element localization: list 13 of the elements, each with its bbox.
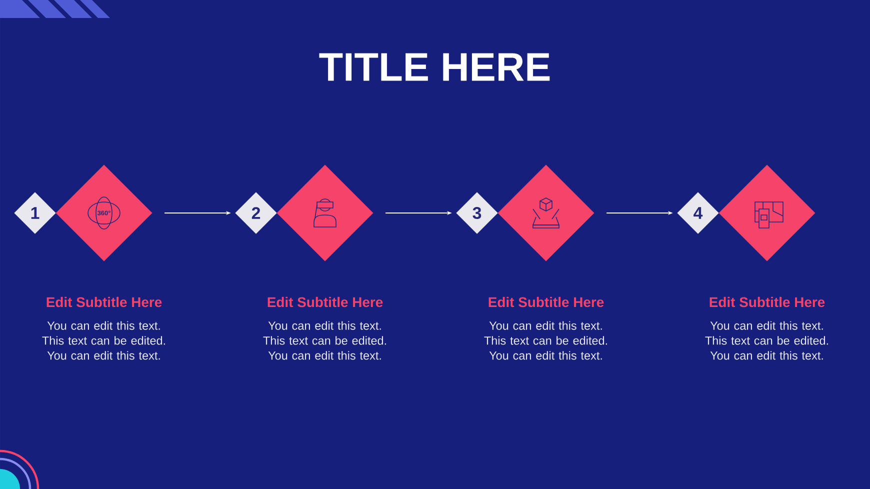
subtitle: Edit Subtitle Here [46, 296, 162, 308]
subtitle: Edit Subtitle Here [268, 296, 383, 308]
step-diamond [498, 164, 594, 262]
step-diamond [276, 164, 374, 262]
body-text: You can edit this text. This text can be edited. You can edit this text. [705, 321, 828, 360]
body-text: You can edit this text. This text can be edited. You can edit this text. [484, 321, 607, 360]
subtitle: Edit Subtitle Here [710, 296, 825, 308]
title: TITLE HERE [319, 53, 550, 81]
body-text: You can edit this text. This text can be edited. You can edit this text. [263, 321, 386, 360]
subtitle: Edit Subtitle Here [488, 296, 604, 308]
body-text: You can edit this text. This text can be edited. You can edit this text. [42, 321, 165, 360]
step-diamond [56, 164, 152, 262]
step-diamond [718, 164, 816, 262]
